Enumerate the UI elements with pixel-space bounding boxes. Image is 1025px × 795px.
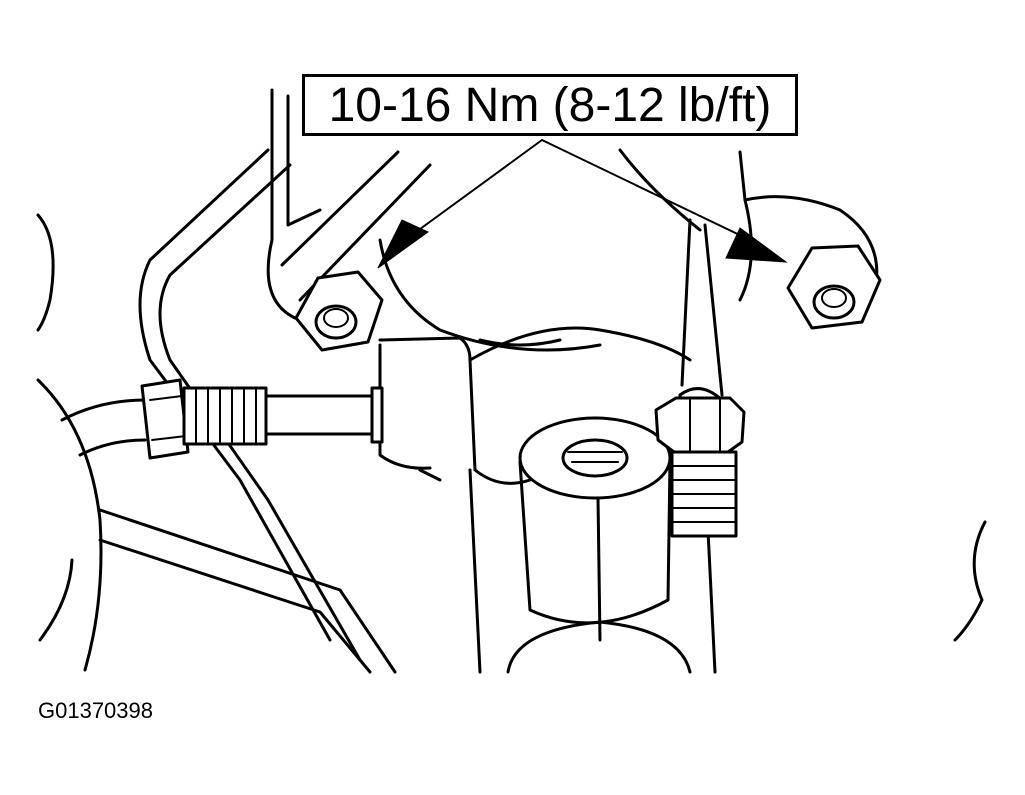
- left-brake-fitting: [140, 378, 384, 460]
- right-brake-fitting: [654, 218, 746, 538]
- torque-label: 10-16 Nm (8-12 lb/ft): [328, 78, 772, 132]
- right-edge-contour: [953, 520, 987, 642]
- right-arrowhead: [725, 227, 788, 263]
- figure-id: G01370398: [38, 698, 153, 723]
- left-hex-bolt: [294, 270, 384, 352]
- callout-leaders: [377, 139, 788, 269]
- right-hex-bolt: [786, 244, 882, 330]
- left-arrowhead: [377, 219, 429, 269]
- left-housing: [36, 213, 397, 674]
- central-body: [378, 326, 717, 674]
- torque-callout-box: 10-16 Nm (8-12 lb/ft): [302, 74, 798, 136]
